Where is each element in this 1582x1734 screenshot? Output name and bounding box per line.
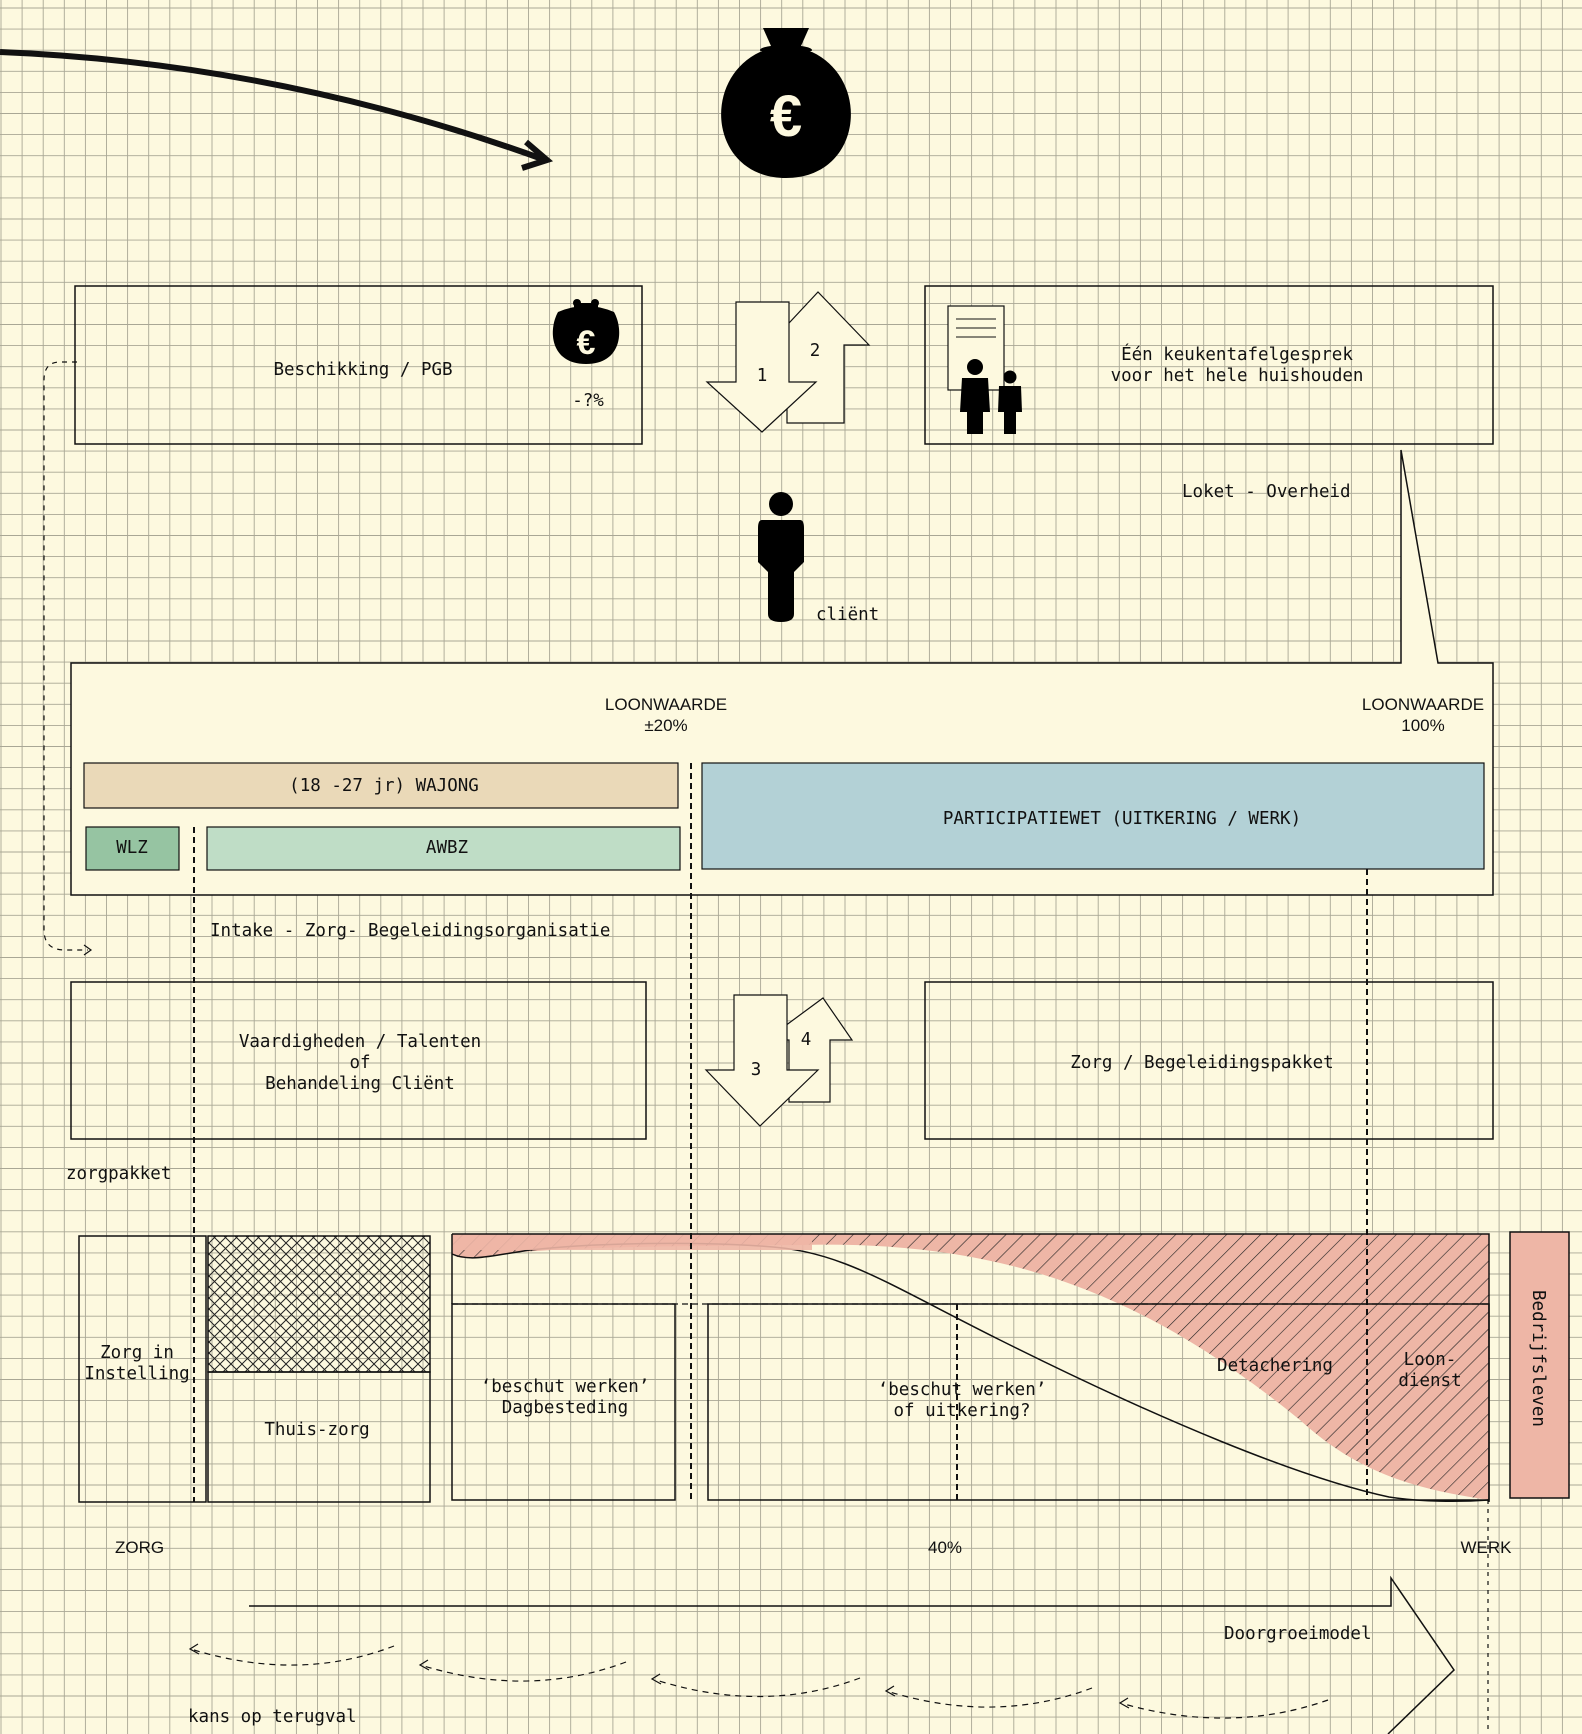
wajong-bar	[83, 762, 679, 809]
salmon-flat-band	[452, 1234, 812, 1250]
zorg-instelling-box	[78, 1235, 207, 1503]
detachering-label: Detachering	[1217, 1356, 1333, 1376]
axis-zorg: ZORG	[115, 1538, 165, 1557]
incoming-arrow	[0, 49, 547, 163]
axis-werk: WERK	[1460, 1538, 1512, 1557]
coin-purse-icon: €	[552, 299, 620, 364]
bedrijfsleven-label: Bedrijfsleven	[1528, 1290, 1548, 1427]
vaardigheden-label: Vaardigheden / Talenten of Behandeling C…	[238, 1032, 482, 1094]
uitkering-box	[707, 1303, 1490, 1501]
loonwaarde-low: LOONWAARDE ±20%	[604, 695, 728, 735]
loonwaarde-high: LOONWAARDE 100%	[1361, 695, 1485, 735]
percent-unknown: -?%	[572, 391, 604, 411]
fallback-arrowheads	[188, 1643, 1130, 1709]
doorgroeimodel-label: Doorgroeimodel	[1224, 1624, 1372, 1644]
participatiewet-bar	[701, 762, 1485, 870]
fallback-arcs	[193, 1645, 1329, 1719]
crosshatch-box	[207, 1235, 431, 1373]
zorgpakket-box	[924, 981, 1494, 1140]
beschikking-label: Beschikking / PGB	[273, 360, 453, 380]
keukentafel-box	[924, 285, 1494, 445]
zorg-pakket-label: Zorg / Begeleidingspakket	[1070, 1053, 1334, 1073]
arrow-3-label: 3	[750, 1060, 762, 1080]
incoming-arrow-head	[521, 139, 554, 171]
zorgpakket-label: zorgpakket	[66, 1164, 172, 1184]
arrow-1-label: 1	[756, 366, 768, 386]
money-bag-icon: €	[721, 28, 851, 178]
arrow-down-3	[704, 994, 820, 1127]
wlz-label: WLZ	[116, 838, 148, 858]
bedrijfsleven-box	[1509, 1231, 1570, 1499]
terugval-label: kans op terugval	[188, 1707, 357, 1727]
wajong-label: (18 -27 jr) WAJONG	[289, 776, 479, 796]
doorgroei-arrow	[249, 1575, 1455, 1734]
arrow-2-label: 2	[809, 341, 821, 361]
person-icon	[758, 492, 804, 622]
document-family-icon	[947, 305, 1022, 434]
growth-chart	[451, 1233, 1490, 1502]
dashed-connector	[43, 361, 88, 951]
dagbesteding-label: ‘beschut werken’ Dagbesteding	[480, 1377, 650, 1418]
arrow-down-1	[705, 301, 818, 433]
arrow-4-label: 4	[800, 1030, 812, 1050]
intake-label: Intake - Zorg- Begeleidingsorganisatie	[210, 921, 611, 941]
beschikking-box	[74, 285, 643, 445]
axis-40: 40%	[927, 1538, 963, 1557]
keukentafel-label: Één keukentafelgesprek voor het hele hui…	[1110, 345, 1364, 386]
salmon-band	[452, 1234, 1489, 1500]
thuis-zorg-box	[207, 1371, 431, 1503]
loket-label: Loket - Overheid	[1182, 482, 1351, 502]
participatiewet-label: PARTICIPATIEWET (UITKERING / WERK)	[942, 809, 1302, 829]
zorg-instelling-label: Zorg in Instelling	[84, 1343, 190, 1384]
svg-text:€: €	[577, 324, 596, 362]
svg-text:€: €	[770, 84, 802, 149]
awbz-label: AWBZ	[425, 838, 469, 858]
awbz-bar	[206, 826, 681, 871]
thuis-zorg-label: Thuis-zorg	[264, 1420, 370, 1440]
uitkering-label: ‘beschut werken’ of uitkering?	[877, 1380, 1047, 1421]
loondienst-label: Loon- dienst	[1398, 1350, 1462, 1391]
client-label: cliënt	[816, 605, 880, 625]
wlz-bar	[85, 826, 180, 871]
vaardigheden-box	[70, 981, 647, 1140]
